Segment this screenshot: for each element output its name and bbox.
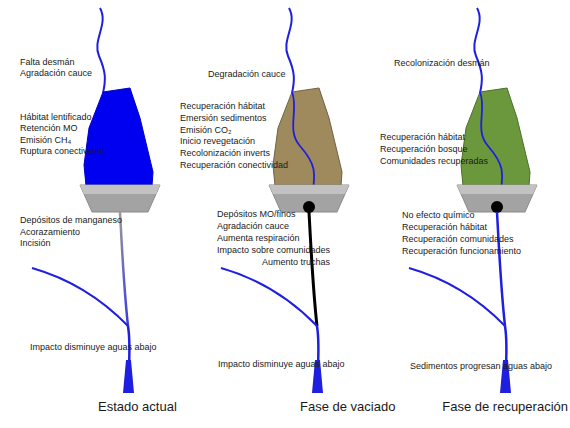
annotation-label: Degradación cauce bbox=[208, 69, 286, 80]
panel-drawdown bbox=[221, 8, 349, 393]
panel-caption: Estado actual bbox=[98, 399, 177, 415]
annotation-label: Recuperación hábitat bbox=[380, 132, 465, 143]
annotation-label: Impacto sobre comunidades bbox=[217, 245, 330, 256]
panel-caption: Fase de recuperación bbox=[442, 399, 568, 415]
annotation-label: Agradación cauce bbox=[20, 68, 92, 79]
annotation-label: Recuperación conectividad bbox=[180, 160, 288, 171]
annotation-label: Aumento truchas bbox=[262, 257, 330, 268]
annotation-label: Recuperación hábitat bbox=[180, 101, 265, 112]
annotation-label: Falta desmán bbox=[20, 57, 75, 68]
annotation-label: Emisión CO₂ bbox=[180, 125, 232, 136]
annotation-label: Hábitat lentificado bbox=[20, 112, 92, 123]
annotation-label: Recolonización inverts bbox=[180, 148, 270, 159]
annotation-label: Incisión bbox=[20, 238, 51, 249]
annotation-label: Depósitos de manganeso bbox=[20, 215, 122, 226]
annotation-label: Emersión sedimentos bbox=[180, 113, 267, 124]
annotation-label: Recuperación comunidades bbox=[402, 234, 514, 245]
annotation-label: Aumenta respiración bbox=[217, 233, 300, 244]
annotation-label: Recolonización desmán bbox=[394, 58, 490, 69]
annotation-label: No efecto químico bbox=[402, 210, 475, 221]
annotation-label: Depósitos MO/finos bbox=[217, 209, 296, 220]
annotation-label: Acorazamiento bbox=[20, 227, 80, 238]
annotation-label: Recuperación hábitat bbox=[402, 222, 487, 233]
panel-caption: Fase de vaciado bbox=[300, 399, 395, 415]
annotation-label: Recuperación funcionamiento bbox=[402, 246, 521, 257]
annotation-label: Sedimentos progresan aguas abajo bbox=[410, 361, 552, 372]
annotation-label: Inicio revegetación bbox=[180, 136, 255, 147]
annotation-label: Impacto disminuye aguas abajo bbox=[218, 359, 345, 370]
annotation-label: Ruptura conectividad bbox=[20, 146, 105, 157]
annotation-label: Agradación cauce bbox=[217, 221, 289, 232]
annotation-label: Recuperación bosque bbox=[380, 144, 468, 155]
annotation-label: Impacto disminuye aguas abajo bbox=[30, 342, 157, 353]
annotation-label: Emisión CH₄ bbox=[20, 135, 71, 146]
annotation-label: Comunidades recuperadas bbox=[380, 156, 488, 167]
annotation-label: Retención MO bbox=[20, 123, 78, 134]
